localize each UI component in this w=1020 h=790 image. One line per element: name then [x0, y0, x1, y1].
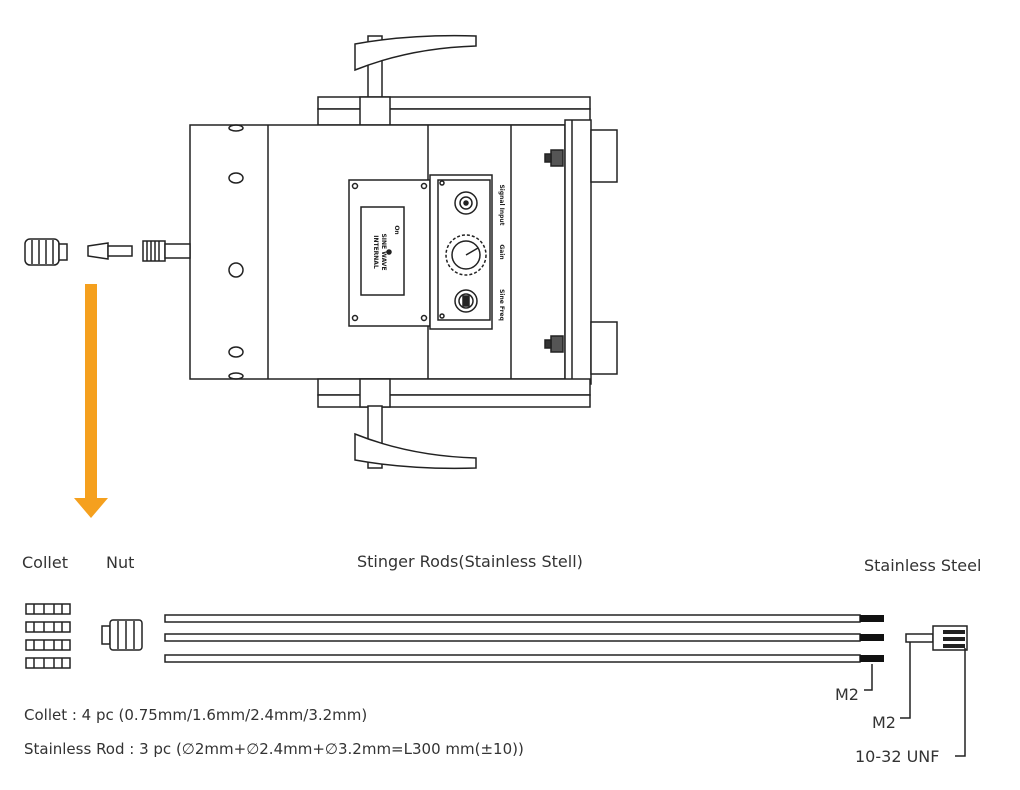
label-nut: Nut: [106, 553, 135, 572]
panel-text-sine-freq: Sine Freq: [498, 289, 505, 321]
panel-text-sine-wave: SINE WAVE: [380, 233, 387, 270]
collet-set-icon: [25, 603, 71, 669]
label-m2-rod: M2: [835, 685, 859, 704]
label-stinger-rods: Stinger Rods(Stainless Stell): [357, 552, 583, 571]
top-rail: [317, 96, 591, 110]
bolt-icon: [544, 335, 564, 353]
label-collet: Collet: [22, 553, 68, 572]
panel-text-on: On: [393, 225, 400, 234]
side-block: [590, 129, 618, 183]
stinger-rod: [164, 654, 884, 663]
signal-input-connector-icon: [454, 191, 478, 215]
label-10-32-unf: 10-32 UNF: [855, 747, 940, 766]
adapter-icon: [905, 625, 968, 651]
nut-part-icon: [87, 242, 133, 260]
nut-icon: [101, 619, 143, 651]
mount-hole: [228, 346, 244, 358]
top-handle: [354, 34, 477, 99]
mount-hole: [228, 172, 244, 184]
panel-text-signal-input: Signal Input: [498, 184, 505, 225]
arrow-down-icon: [74, 284, 108, 518]
stinger-rod: [164, 633, 884, 642]
threaded-stud-icon: [142, 240, 191, 262]
mount-hole: [228, 262, 244, 278]
bolt-icon: [544, 149, 564, 167]
sine-freq-knob-icon: [454, 289, 478, 313]
bottom-rail: [317, 378, 591, 396]
bottom-handle: [354, 405, 477, 470]
label-stainless-steel: Stainless Steel: [864, 556, 982, 575]
gain-knob-icon: [445, 234, 487, 276]
stinger-rod: [164, 614, 884, 623]
note-collet: Collet : 4 pc (0.75mm/1.6mm/2.4mm/3.2mm): [24, 706, 368, 724]
panel-text-gain: Gain: [498, 244, 505, 259]
note-stainless-rod: Stainless Rod : 3 pc (∅2mm+∅2.4mm+∅3.2mm…: [24, 740, 524, 758]
label-m2-adapter: M2: [872, 713, 896, 732]
side-plate: [564, 119, 592, 385]
panel-text-internal: INTERNAL: [372, 235, 379, 269]
side-block: [590, 321, 618, 375]
collet-part-icon: [24, 238, 68, 266]
